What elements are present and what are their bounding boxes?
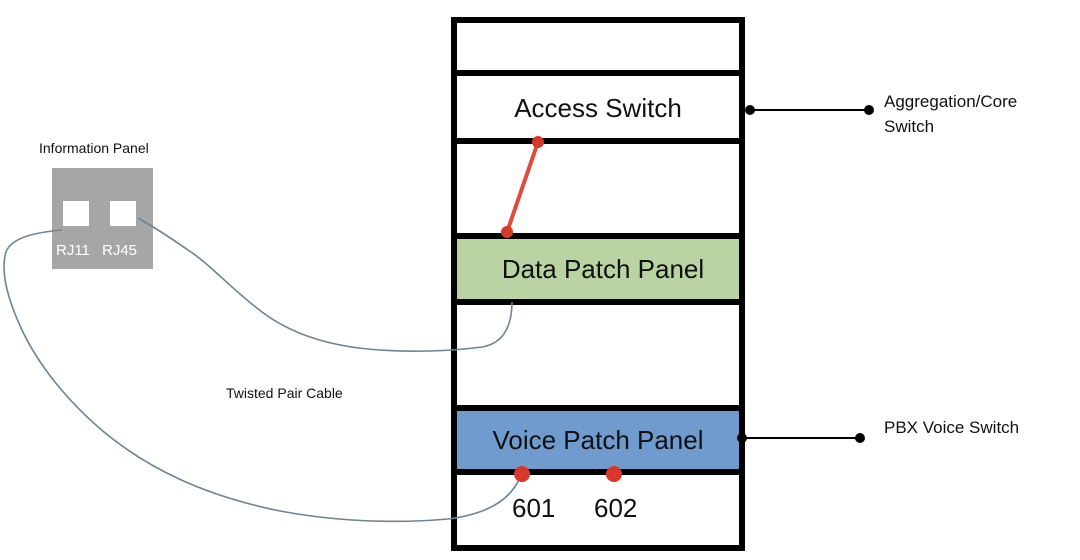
port-602-dot [606, 466, 622, 482]
rj11-label: RJ11 [56, 242, 90, 259]
patch-cord-end-dot [501, 226, 513, 238]
aggregation-core-line1: Aggregation/Core [884, 92, 1018, 111]
port-601-label: 601 [512, 493, 556, 523]
voice-patch-panel-label: Voice Patch Panel [492, 425, 704, 455]
uplink-dot [864, 105, 874, 115]
information-panel-title: Information Panel [39, 140, 149, 156]
voice-patch-panel-fill [457, 409, 739, 472]
data-patch-panel-label: Data Patch Panel [501, 254, 705, 284]
patch-cord-end-dot [532, 136, 544, 148]
twisted-pair-cable-label: Twisted Pair Cable [226, 385, 343, 401]
uplink-dot [855, 433, 865, 443]
twisted-pair-cable-data [137, 217, 513, 352]
patch-cord [505, 141, 540, 233]
aggregation-core-line2: Switch [884, 117, 935, 136]
uplink-dot [745, 105, 755, 115]
data-patch-panel-fill [457, 237, 739, 301]
rj45-socket [110, 201, 136, 226]
uplink-dot [737, 433, 747, 443]
port-602-label: 602 [594, 493, 638, 523]
rj11-socket [63, 201, 89, 226]
access-switch-label: Access Switch [514, 93, 682, 123]
pbx-voice-switch-label: PBX Voice Switch [884, 418, 1020, 437]
port-601-dot [514, 466, 530, 482]
aggregation-core-switch-label: Aggregation/Core Switch [884, 89, 1017, 139]
twisted-pair-cable-voice [3, 229, 523, 523]
rj45-label: RJ45 [102, 242, 138, 259]
